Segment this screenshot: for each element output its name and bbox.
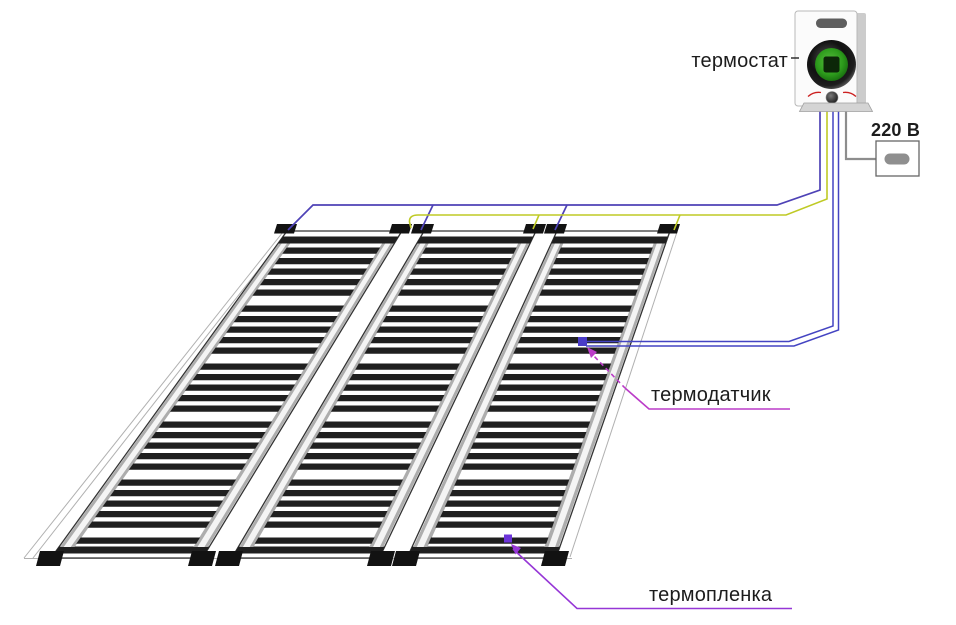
thermostat-adjust-knob xyxy=(825,91,839,104)
power-wire xyxy=(844,111,886,161)
sensor-leader-line xyxy=(588,350,790,410)
clip-bottom xyxy=(392,551,420,566)
connector-clips xyxy=(36,224,680,566)
thermostat-label: термостат xyxy=(691,50,788,72)
wire-neutral xyxy=(408,111,828,231)
clip-top xyxy=(657,224,680,234)
clip-bottom xyxy=(367,551,395,566)
wire-phase xyxy=(287,111,821,231)
clip-top xyxy=(523,224,546,234)
power-plug xyxy=(875,140,920,177)
sensor-leader-arrow xyxy=(587,347,597,358)
clip-bottom xyxy=(188,551,216,566)
film-strip-2 xyxy=(230,230,538,559)
film-leader-line xyxy=(512,548,792,610)
floor-sensor-dot xyxy=(578,337,587,346)
clip-top xyxy=(389,224,412,234)
wire-sensor-pair xyxy=(586,111,840,347)
scale-mark-right xyxy=(842,91,857,97)
thermostat-device xyxy=(794,10,874,112)
sensor-label: термодатчик xyxy=(651,384,771,406)
film-strip-3 xyxy=(405,230,671,559)
plug-icon xyxy=(884,153,910,165)
clip-bottom xyxy=(541,551,569,566)
thermostat-base xyxy=(798,102,874,112)
thermostat-display xyxy=(823,56,840,73)
clip-bottom xyxy=(215,551,243,566)
film-marker-dot xyxy=(504,534,512,543)
clip-bottom xyxy=(36,551,64,566)
film-strip-1 xyxy=(49,230,404,559)
film-leader-arrow xyxy=(511,544,521,555)
thermostat-vent xyxy=(816,18,847,28)
film-label: термопленка xyxy=(649,584,773,606)
voltage-label: 220 В xyxy=(871,120,921,140)
scale-mark-left xyxy=(807,91,822,97)
